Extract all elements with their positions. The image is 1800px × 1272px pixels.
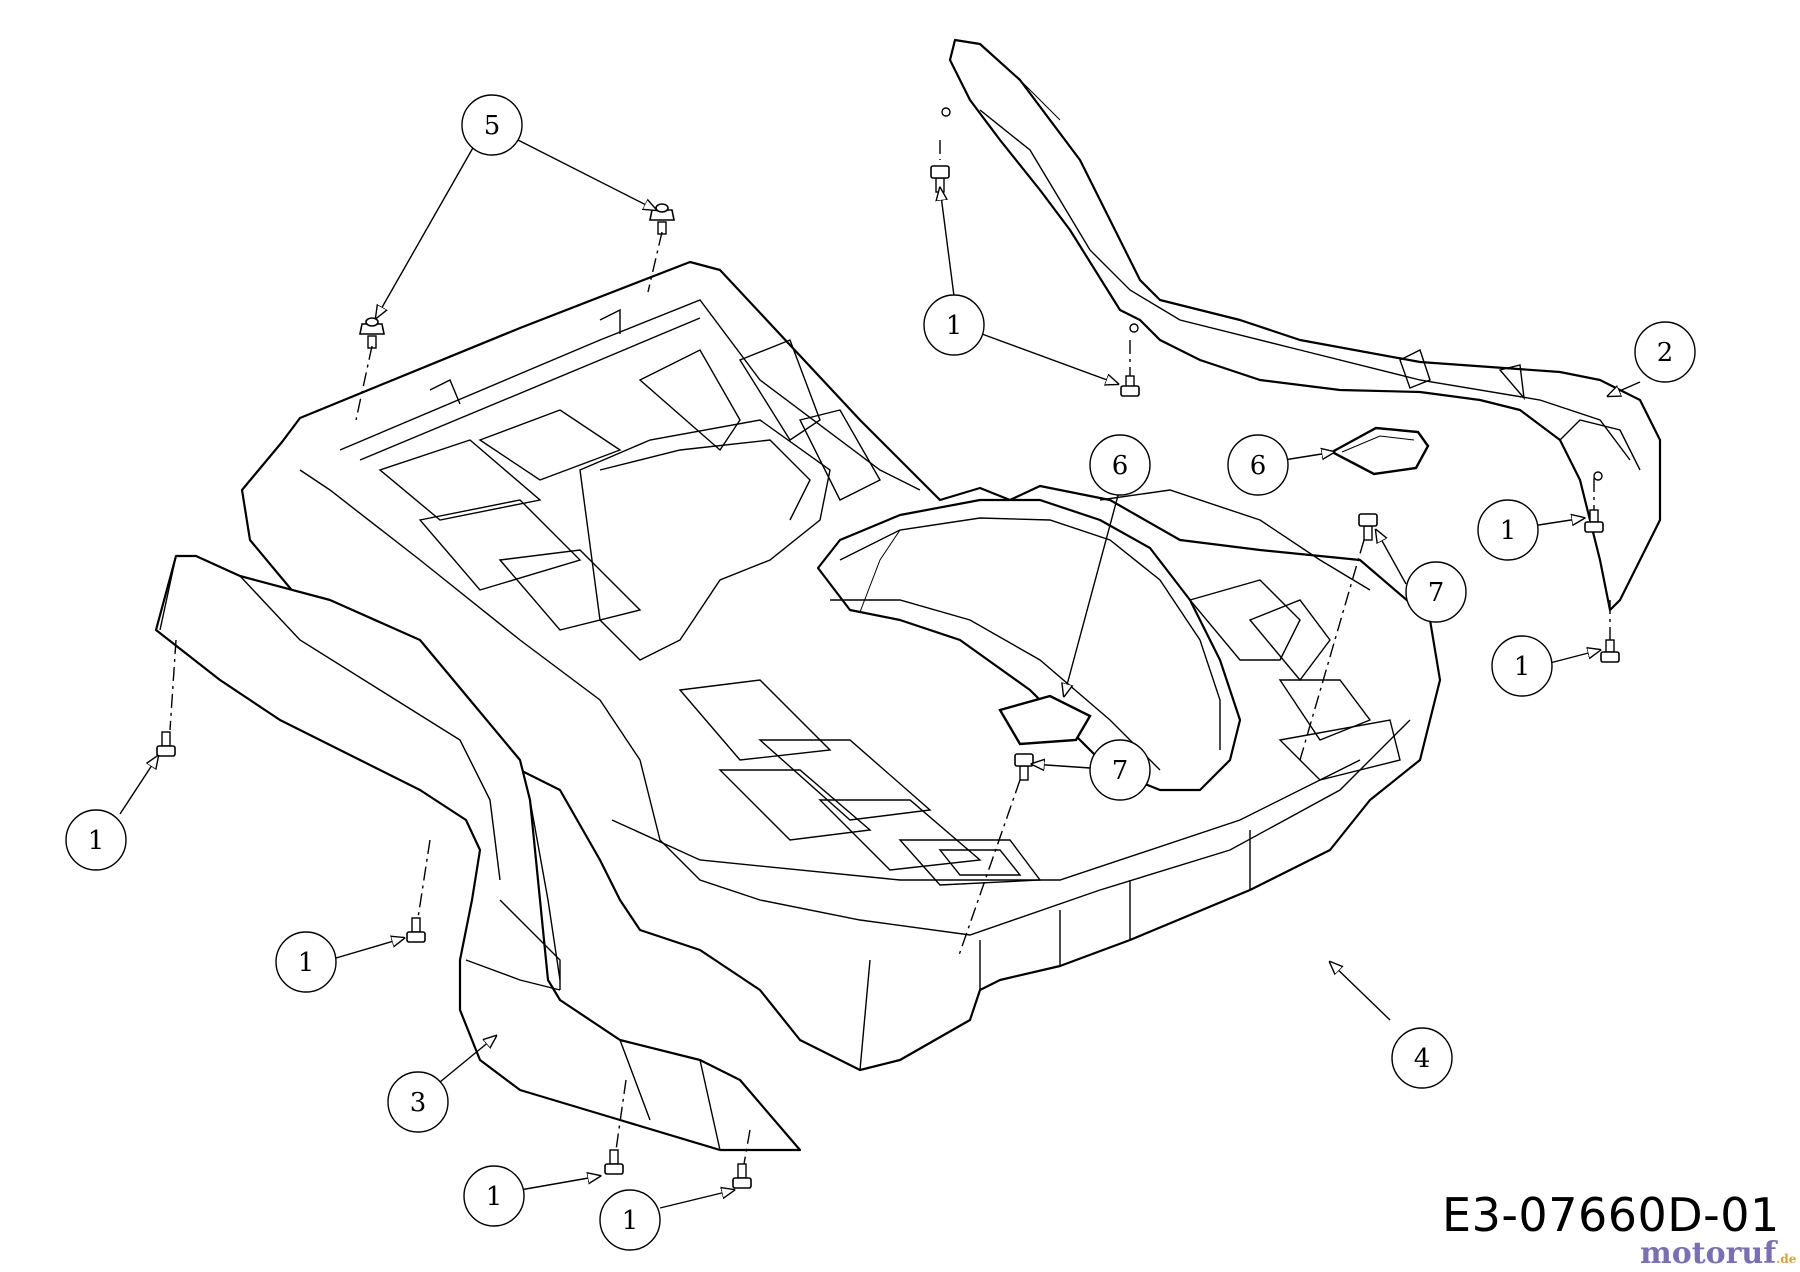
bolt-7a <box>1358 513 1378 541</box>
callout-number: 6 <box>1112 451 1129 481</box>
callout-c1e: 1 <box>275 931 337 993</box>
callout-c4: 4 <box>1391 1027 1453 1089</box>
callout-circle <box>463 1165 525 1227</box>
bolt-5a <box>649 203 675 235</box>
callout-number: 7 <box>1112 756 1129 786</box>
bolt-1-right-b <box>1600 639 1620 663</box>
callout-circle <box>1227 434 1289 496</box>
watermark-logo: motoruf.de <box>1640 1236 1796 1271</box>
callout-circle <box>1391 1027 1453 1089</box>
callout-c1a: 1 <box>923 294 985 356</box>
callout-number: 1 <box>486 1182 503 1212</box>
callout-number: 1 <box>88 826 105 856</box>
callout-number: 6 <box>1250 451 1267 481</box>
callouts: 5 1 2 6 6 1 7 1 7 1 1 3 4 1 1 <box>65 94 1696 1251</box>
part-2-fender-strip <box>941 38 1662 612</box>
callout-circle <box>1491 635 1553 697</box>
callout-circle <box>275 931 337 993</box>
watermark-tld: .de <box>1776 1252 1797 1266</box>
part-3-side-panel <box>154 554 802 1152</box>
callout-number: 5 <box>484 111 501 141</box>
callout-number: 7 <box>1428 578 1445 608</box>
bolt-1-bottom-a <box>604 1149 624 1175</box>
callout-c5: 5 <box>461 94 523 156</box>
callout-circle <box>1477 499 1539 561</box>
part-6-cap <box>1329 426 1430 476</box>
callout-c1f: 1 <box>463 1165 525 1227</box>
callout-circle <box>1089 739 1151 801</box>
callout-c2: 2 <box>1634 321 1696 383</box>
leader-lines <box>119 137 1641 1209</box>
callout-circle <box>387 1071 449 1133</box>
watermark-brand: motoruf <box>1640 1236 1777 1271</box>
callout-c6b: 6 <box>1227 434 1289 496</box>
callout-circle <box>923 294 985 356</box>
callout-circle <box>1089 434 1151 496</box>
callout-c1g: 1 <box>599 1189 661 1251</box>
bolt-5b <box>359 317 385 349</box>
callout-c1c: 1 <box>1491 635 1553 697</box>
callout-number: 1 <box>1500 516 1517 546</box>
callout-number: 4 <box>1414 1044 1431 1074</box>
callout-number: 1 <box>1514 652 1531 682</box>
callout-c3: 3 <box>387 1071 449 1133</box>
drawing-code: E3-07660D-01 <box>1442 1188 1780 1242</box>
callout-number: 1 <box>622 1206 639 1236</box>
callout-circle <box>1405 561 1467 623</box>
callout-number: 2 <box>1657 338 1674 368</box>
callout-c6a: 6 <box>1089 434 1151 496</box>
part-4-main-body <box>240 260 1442 1072</box>
callout-number: 1 <box>298 948 315 978</box>
bolt-1-left <box>156 731 176 757</box>
callout-number: 3 <box>410 1088 427 1118</box>
callout-c1b: 1 <box>1477 499 1539 561</box>
callout-circle <box>1634 321 1696 383</box>
callout-circle <box>599 1189 661 1251</box>
callout-c7a: 7 <box>1405 561 1467 623</box>
callout-c7b: 7 <box>1089 739 1151 801</box>
bolt-1-bottom-b <box>732 1163 752 1189</box>
bolt-1-top-mid <box>1120 375 1140 397</box>
bolt-1-top-left <box>930 165 950 193</box>
bolt-1-mid-left <box>406 917 426 943</box>
callout-number: 1 <box>946 311 963 341</box>
callout-circle <box>65 809 127 871</box>
callout-c1d: 1 <box>65 809 127 871</box>
callout-circle <box>461 94 523 156</box>
assembly-lines <box>169 140 1611 1165</box>
